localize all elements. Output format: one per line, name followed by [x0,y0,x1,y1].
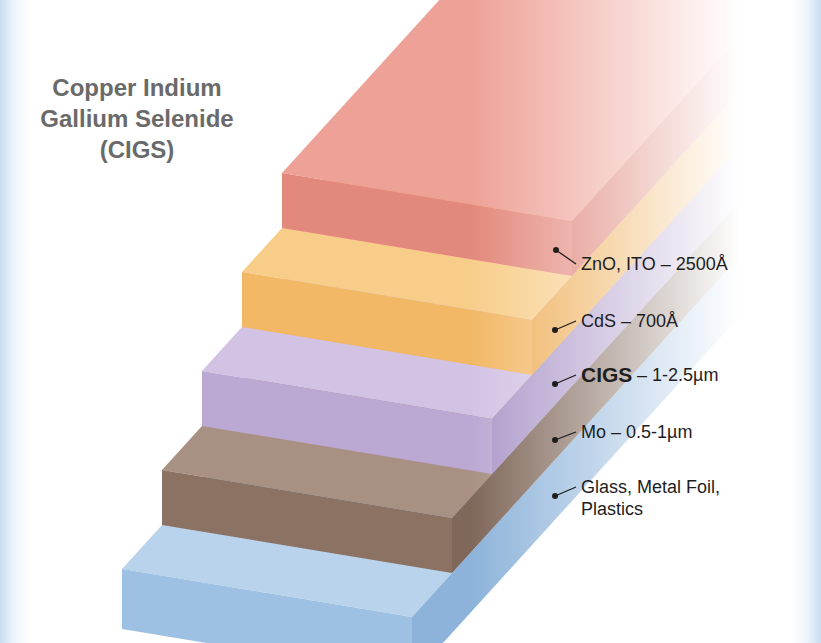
leader-line [555,432,576,440]
diagram-title: Copper Indium Gallium Selenide (CIGS) [28,72,246,165]
leader-dot [552,327,558,333]
substrate-end [122,569,412,643]
layer-label: CdS – 700Å [581,310,678,332]
leader-line [555,487,576,496]
leader-line [555,321,576,330]
layer-label: Glass, Metal Foil, Plastics [581,476,771,520]
cds-end [242,272,532,375]
leader-dot [552,381,558,387]
leader-lines [552,247,576,499]
leader-dot [552,493,558,499]
zno-layer [282,0,821,276]
mo-end [162,470,452,573]
cigs-end [202,371,492,474]
leader-dot [552,437,558,443]
layer-label: Mo – 0.5-1µm [581,421,692,443]
layer-thickness: – 1-2.5µm [637,364,718,386]
zno-end [282,173,572,276]
layer-name: CIGS [581,363,632,387]
layer-label: ZnO, ITO – 2500Å [581,253,728,275]
leader-line [555,375,576,384]
leader-line [556,250,576,264]
leader-dot [553,247,559,253]
zno-side [572,0,821,276]
